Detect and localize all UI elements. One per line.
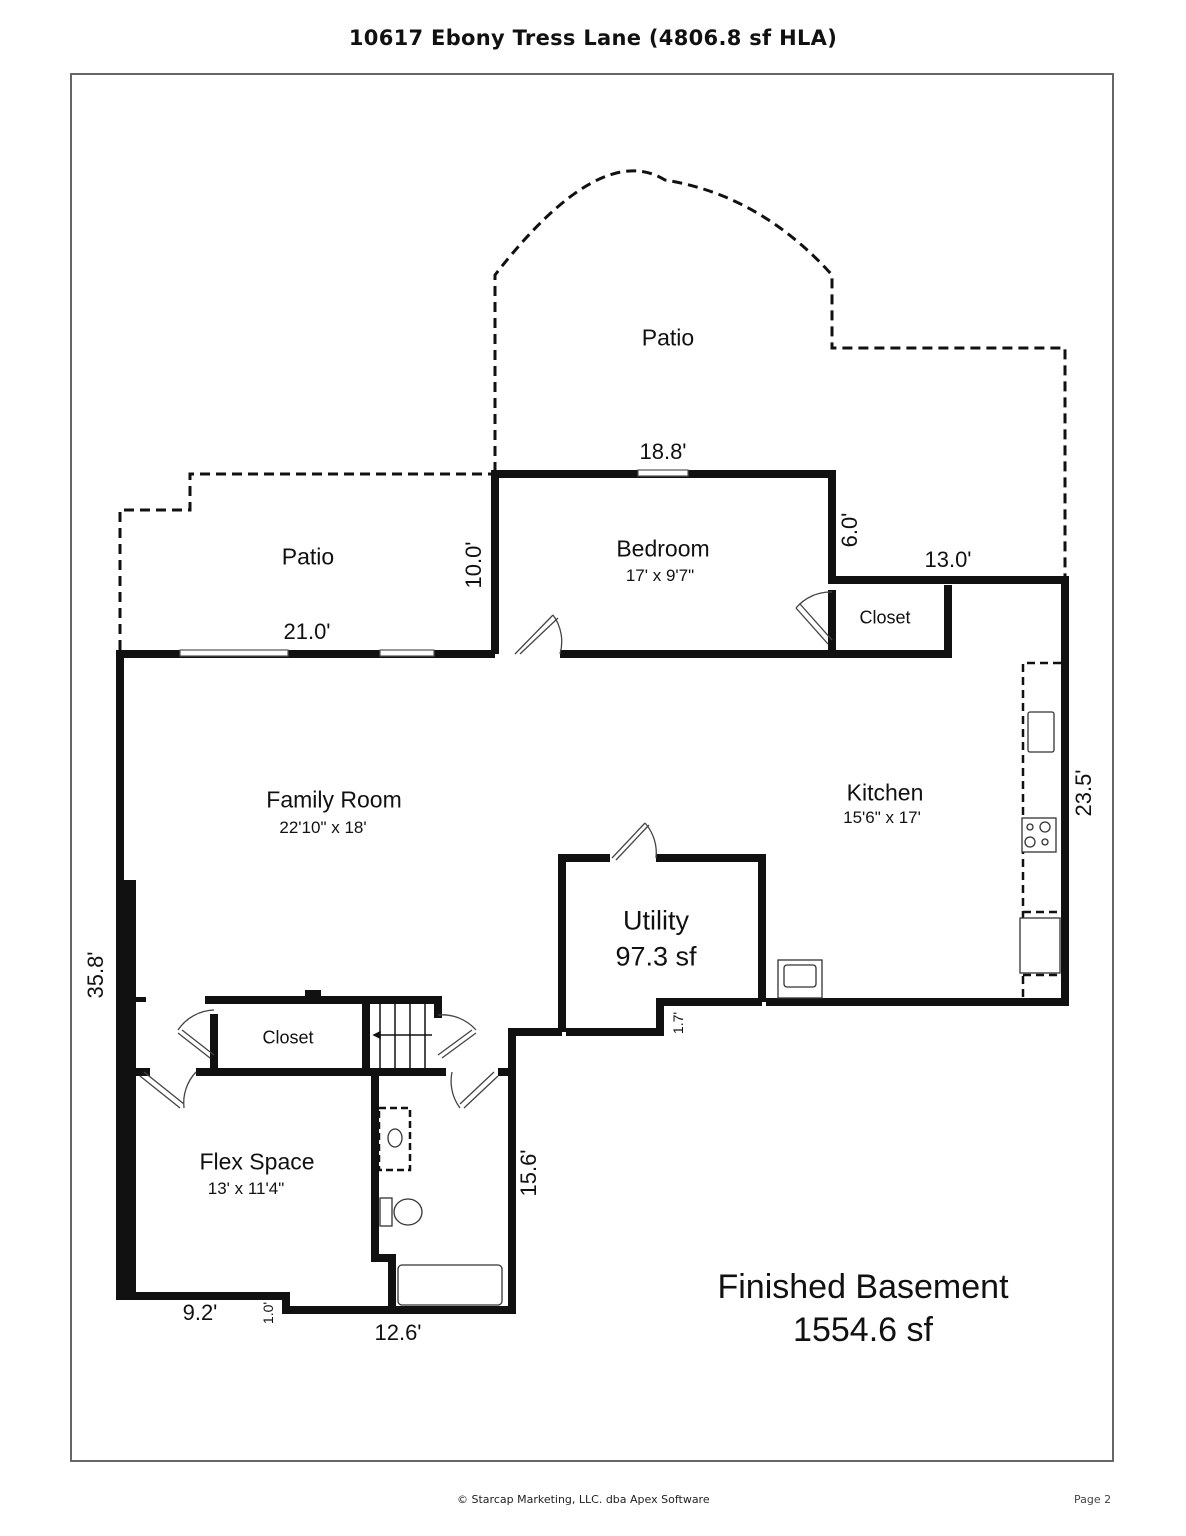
patio-outline (118, 169, 1067, 650)
family-room-label: Family Room (266, 786, 402, 813)
patio-left-label: Patio (281, 543, 335, 570)
utility-label: Utility (623, 905, 689, 936)
measure-closet-top: 13.0' (924, 547, 972, 572)
windows (179, 469, 689, 657)
bedroom-label: Bedroom (616, 535, 710, 562)
measure-left-wall: 35.8' (83, 951, 108, 999)
bedroom-closet-label: Closet (859, 607, 911, 628)
measure-patio-wall: 21.0' (283, 619, 331, 644)
measure-kitchen-right: 23.5' (1071, 769, 1096, 817)
family-room-dimensions: 22'10" x 18' (279, 818, 367, 837)
measure-utility-step: 1.7' (670, 1011, 686, 1035)
flex-space-dimensions: 13' x 11'4" (207, 1179, 285, 1198)
kitchen-counter (1021, 661, 1061, 1000)
utility-area: 97.3 sf (615, 941, 697, 972)
copyright-text: © Starcap Marketing, LLC. dba Apex Softw… (457, 1493, 710, 1506)
kitchen-dimensions: 15'6" x 17' (843, 808, 921, 827)
measure-bottom-step: 1.0' (260, 1301, 276, 1325)
measure-bedroom-right: 6.0' (837, 512, 862, 548)
measure-bedroom-left: 10.0' (461, 541, 486, 589)
level-area: 1554.6 sf (793, 1310, 933, 1349)
kitchen-label: Kitchen (846, 779, 924, 806)
patio-top-label: Patio (641, 324, 695, 351)
page-title: 10617 Ebony Tress Lane (4806.8 sf HLA) (348, 26, 838, 50)
flex-space-label: Flex Space (199, 1148, 315, 1175)
measure-bottom-right: 12.6' (374, 1320, 422, 1345)
measure-bath-right: 15.6' (516, 1149, 541, 1197)
measure-bottom-left: 9.2' (182, 1300, 218, 1325)
bedroom-dimensions: 17' x 9'7" (625, 566, 695, 585)
walls (116, 470, 1069, 1314)
drawing-frame (70, 73, 1114, 1462)
kitchen-appliances (777, 711, 1061, 999)
level-name: Finished Basement (717, 1267, 1009, 1306)
doors (139, 591, 833, 1109)
hall-closet-label: Closet (262, 1027, 314, 1048)
stairs (372, 1004, 432, 1068)
bath-fixtures (377, 1106, 503, 1306)
page-number: Page 2 (1074, 1493, 1112, 1506)
measure-bedroom-top: 18.8' (639, 439, 687, 464)
